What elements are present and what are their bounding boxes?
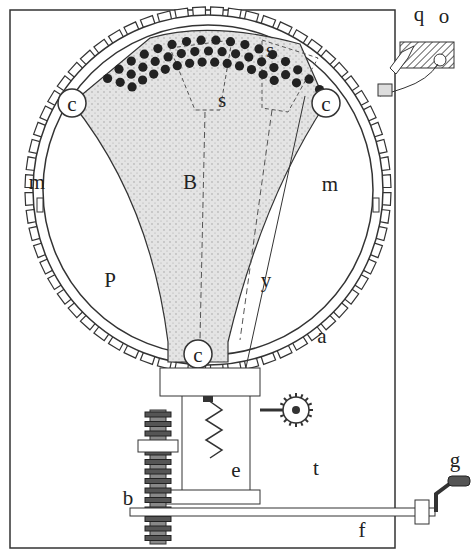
part-letter: s bbox=[266, 40, 274, 61]
part-letter: s bbox=[218, 90, 226, 111]
gear-tooth bbox=[145, 422, 171, 427]
type-dot bbox=[103, 74, 112, 83]
part-letter: P bbox=[104, 270, 116, 291]
gear-tooth bbox=[145, 460, 171, 465]
gear-tooth bbox=[145, 536, 171, 541]
gear-tooth bbox=[145, 469, 171, 474]
type-dot bbox=[149, 70, 158, 79]
type-dot bbox=[153, 44, 162, 53]
type-dot bbox=[247, 65, 256, 74]
gear-tooth bbox=[145, 517, 171, 522]
type-dot bbox=[197, 36, 206, 45]
type-dot bbox=[270, 76, 279, 85]
type-dot bbox=[231, 49, 240, 58]
wheel-teeth bbox=[279, 393, 313, 427]
type-dot bbox=[138, 75, 147, 84]
type-dot bbox=[259, 70, 268, 79]
type-dot bbox=[281, 57, 290, 66]
part-letter: g bbox=[450, 450, 461, 471]
type-dots bbox=[103, 36, 324, 95]
part-letter: c bbox=[321, 94, 330, 115]
gear-tooth bbox=[145, 412, 171, 417]
gear-teeth bbox=[145, 412, 171, 541]
type-dot bbox=[223, 59, 232, 68]
type-dot bbox=[138, 63, 147, 72]
type-dot bbox=[218, 47, 227, 56]
type-dot bbox=[257, 57, 266, 66]
type-dot bbox=[292, 78, 301, 87]
type-dot bbox=[293, 65, 302, 74]
part-letter: b bbox=[123, 488, 134, 509]
gear-tooth bbox=[145, 526, 171, 531]
type-dot bbox=[177, 49, 186, 58]
part-letter: c bbox=[193, 345, 202, 366]
type-dot bbox=[128, 82, 137, 91]
part-letter: y bbox=[261, 270, 272, 291]
type-dot bbox=[182, 37, 191, 46]
type-dot bbox=[226, 37, 235, 46]
part-letter: o bbox=[439, 6, 450, 27]
part-letter: B bbox=[183, 172, 197, 193]
type-dot bbox=[185, 59, 194, 68]
type-dot bbox=[190, 47, 199, 56]
type-dot bbox=[244, 53, 253, 62]
part-letter: m bbox=[322, 174, 338, 195]
type-dot bbox=[151, 57, 160, 66]
type-dot bbox=[269, 63, 278, 72]
part-letter: c bbox=[67, 94, 76, 115]
gear-tooth bbox=[145, 488, 171, 493]
part-letter: q bbox=[414, 4, 425, 25]
type-dot bbox=[254, 44, 263, 53]
gear-tooth bbox=[145, 431, 171, 436]
type-dot bbox=[211, 36, 220, 45]
type-dot bbox=[173, 61, 182, 70]
type-dot bbox=[305, 75, 314, 84]
type-dot bbox=[240, 40, 249, 49]
type-dot bbox=[204, 46, 213, 55]
gear-tooth bbox=[145, 479, 171, 484]
type-dot bbox=[116, 78, 125, 87]
type-dot bbox=[210, 58, 219, 67]
type-dot bbox=[281, 70, 290, 79]
type-dot bbox=[167, 40, 176, 49]
type-dot bbox=[114, 65, 123, 74]
type-dot bbox=[235, 61, 244, 70]
part-letter: m bbox=[29, 172, 45, 193]
part-letter: a bbox=[317, 326, 326, 347]
type-dot bbox=[127, 57, 136, 66]
type-dot bbox=[140, 50, 149, 59]
gear-tooth bbox=[145, 498, 171, 503]
type-dot bbox=[161, 65, 170, 74]
type-dot bbox=[127, 70, 136, 79]
type-dot bbox=[198, 58, 207, 67]
type-dot bbox=[164, 52, 173, 61]
part-letter: e bbox=[231, 460, 240, 481]
part-letter: f bbox=[359, 520, 366, 541]
part-letter: t bbox=[313, 458, 319, 479]
ring-teeth bbox=[25, 7, 391, 373]
